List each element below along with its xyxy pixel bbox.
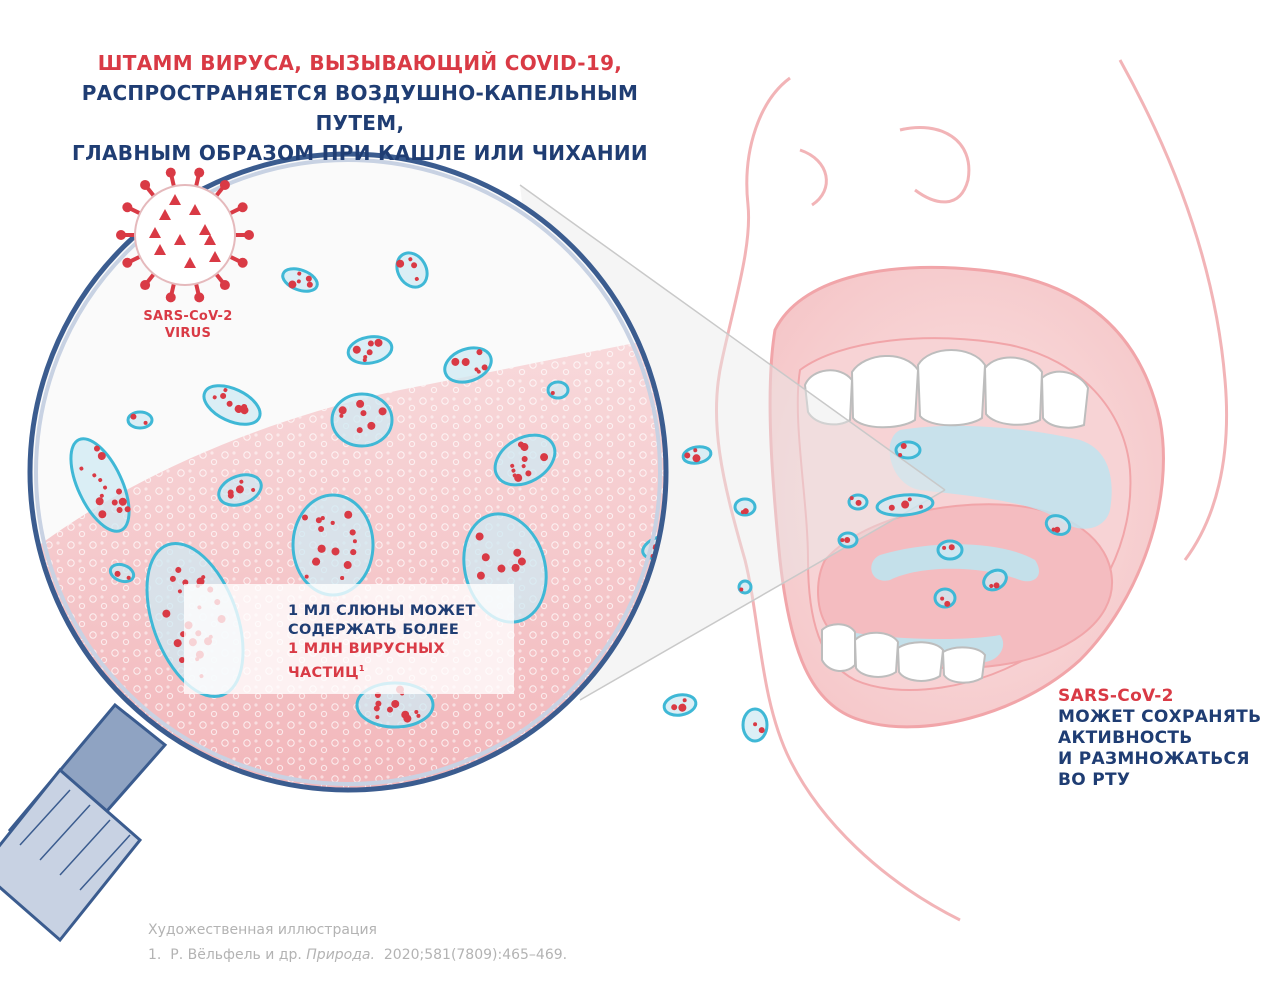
virus-spike-tip [116, 230, 126, 240]
airborne-droplet [875, 493, 935, 517]
footnote-reference: 1. Р. Вёльфель и др. Природа. 2020;581(7… [148, 943, 567, 968]
mouth-note-line-2: МОЖЕТ СОХРАНЯТЬ [1058, 707, 1262, 727]
saliva-note: 1 МЛ СЛЮНЫ МОЖЕТ СОДЕРЖАТЬ БОЛЕЕ 1 МЛН В… [288, 602, 476, 683]
nostril-outline [799, 148, 828, 207]
open-mouth-face [714, 59, 1229, 922]
lens-handle [0, 702, 168, 943]
virus-spike-tip [165, 167, 176, 178]
saliva-droplet [346, 335, 394, 365]
headline: ШТАММ ВИРУСА, ВЫЗЫВАЮЩИЙ COVID-19, РАСПР… [40, 48, 680, 168]
airborne-droplet [1044, 514, 1072, 536]
reference-authors: Р. Вёльфель и др. [170, 947, 302, 963]
lens-rim [27, 151, 669, 793]
virus-protein [209, 251, 221, 262]
saliva-droplet [126, 410, 154, 430]
virus-spike-tip [140, 280, 151, 291]
virus-spike-tip [219, 280, 230, 291]
reference-details: 2020;581(7809):465–469. [383, 947, 568, 963]
airborne-droplet [681, 445, 713, 465]
virus-protein [189, 204, 201, 215]
airborne-droplet [894, 440, 922, 460]
virus-protein [204, 234, 216, 245]
mouth-note-line-1: SARS-CoV-2 [1058, 686, 1174, 706]
saliva-droplet [395, 251, 429, 289]
virus-label-line-1: SARS-CoV-2 [143, 309, 233, 324]
saliva-note-line-1: 1 МЛ СЛЮНЫ МОЖЕТ [288, 603, 476, 619]
saliva-note-line-2: СОДЕРЖАТЬ БОЛЕЕ [288, 622, 460, 638]
reference-journal: Природа. [306, 947, 375, 963]
saliva-droplet [546, 380, 570, 400]
sars-cov-2-virus-icon [116, 167, 254, 303]
saliva-droplet [108, 562, 136, 584]
virus-protein [159, 209, 171, 220]
saliva-note-line-4: ЧАСТИЦ [288, 664, 359, 681]
face-outline [714, 76, 961, 922]
mouth-note-line-5: ВО РТУ [1058, 770, 1131, 790]
airborne-droplet [837, 531, 859, 549]
cheek-outline [1118, 59, 1229, 561]
airborne-droplets [662, 440, 1072, 743]
airborne-droplet [936, 539, 964, 561]
mouth-note-line-3: АКТИВНОСТЬ [1058, 728, 1193, 748]
saliva-droplet [202, 384, 262, 426]
lower-teeth [821, 623, 987, 684]
virus-spike-tip [165, 292, 176, 303]
virus-spike-tip [122, 202, 133, 213]
virus-spike-tip [244, 230, 254, 240]
virus-label: SARS-CoV-2 VIRUS [128, 308, 248, 342]
footnote-caption: Художественная иллюстрация [148, 922, 377, 938]
virus-spike-tip [122, 257, 133, 268]
virus-protein [149, 227, 161, 238]
airborne-droplet [737, 579, 753, 595]
virus-protein [174, 234, 186, 245]
saliva-droplet [69, 437, 131, 533]
saliva-droplet [291, 493, 375, 597]
airborne-droplet [847, 493, 869, 511]
airborne-droplet [733, 497, 757, 517]
reference-number: 1. [148, 947, 162, 963]
headline-line-1: ШТАММ ВИРУСА, ВЫЗЫВАЮЩИЙ COVID-19, [97, 51, 623, 75]
virus-protein [184, 257, 196, 268]
virus-protein [154, 244, 166, 255]
virus-spike-tip [140, 179, 151, 190]
upper-teeth [803, 349, 1090, 429]
saliva-droplet [217, 473, 263, 507]
virus-label-line-2: VIRUS [164, 326, 212, 341]
airborne-droplet [933, 587, 957, 609]
mouth-note: SARS-CoV-2 МОЖЕТ СОХРАНЯТЬ АКТИВНОСТЬ И … [1058, 686, 1261, 791]
saliva-droplet [443, 346, 493, 384]
mouth-note-line-4: И РАЗМНОЖАТЬСЯ [1058, 749, 1250, 769]
zoom-cone-edge-top [519, 184, 946, 491]
saliva-droplet [330, 392, 394, 448]
virus-spike-tip [219, 179, 230, 190]
headline-line-3: ГЛАВНЫМ ОБРАЗОМ ПРИ КАШЛЕ ИЛИ ЧИХАНИИ [72, 141, 648, 165]
virus-spike-tip [237, 202, 248, 213]
virus-spike-tip [194, 167, 205, 178]
saliva-pool-upper [889, 425, 1112, 529]
airborne-droplet [741, 707, 769, 743]
airborne-droplet [662, 693, 698, 717]
footnote-marker: 1 [358, 664, 365, 673]
virus-protein [199, 224, 211, 235]
zoom-cone-edge-bottom [579, 489, 946, 701]
headline-line-2: РАСПРОСТРАНЯЕТСЯ ВОЗДУШНО-КАПЕЛЬНЫМ ПУТЕ… [81, 81, 639, 135]
virus-spike-tip [237, 257, 248, 268]
virus-protein [169, 194, 181, 205]
airborne-droplet [982, 568, 1008, 592]
virus-spike-tip [194, 292, 205, 303]
footnote: Художественная иллюстрация 1. Р. Вёльфел… [148, 918, 567, 968]
saliva-note-box [184, 584, 514, 694]
saliva-droplet [493, 433, 557, 487]
saliva-droplet [281, 267, 319, 293]
nose-outline [899, 125, 971, 204]
saliva-note-line-3: 1 МЛН ВИРУСНЫХ [288, 641, 445, 657]
